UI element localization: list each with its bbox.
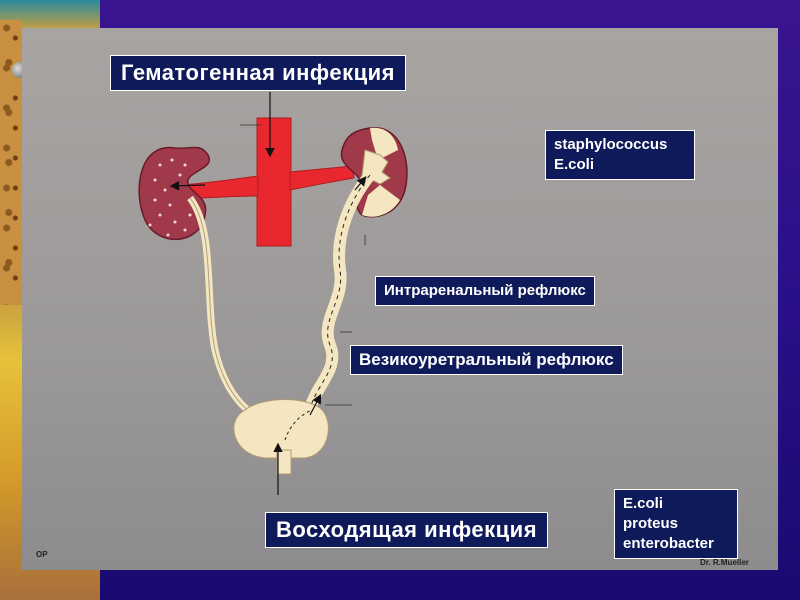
- right-kidney-arrow: [354, 176, 367, 191]
- texture-strip: [0, 20, 22, 305]
- hematogenous-infection-label: Гематогенная инфекция: [110, 55, 407, 91]
- organisms-top-box: staphylococcus E.coli: [545, 130, 695, 180]
- vesicoureteral-reflux-label: Везикоуретральный рефлюкс: [350, 345, 623, 375]
- intrarenal-reflux-label: Интраренальный рефлюкс: [375, 276, 595, 306]
- right-kidney-segment: [370, 127, 398, 160]
- left-kidney: [138, 146, 211, 241]
- left-ureter: [187, 195, 253, 415]
- left-ureter-outline: [189, 197, 251, 413]
- reflux-path: [309, 174, 371, 411]
- vena-cava: [256, 117, 292, 247]
- ascending-infection-label: Восходящая инфекция: [265, 512, 549, 548]
- corner-mark-right: Dr. R.Mueller: [700, 558, 749, 567]
- organisms-bottom-box: E.coli proteus enterobacter: [614, 489, 738, 559]
- organism-staphylococcus: staphylococcus: [554, 136, 668, 153]
- right-renal-vessel: [289, 165, 355, 191]
- organism-ecoli-bottom: E.coli: [623, 495, 664, 512]
- organism-proteus: proteus: [623, 515, 679, 532]
- bladder-arrow: [309, 393, 322, 416]
- bladder: [233, 399, 329, 459]
- right-kidney-segment-lower: [362, 185, 400, 217]
- bladder-reflux-line: [284, 409, 313, 441]
- corner-mark-left: OP: [36, 550, 48, 559]
- urethra: [276, 449, 292, 475]
- left-kidney-arrow: [169, 180, 206, 191]
- organism-ecoli: E.coli: [554, 156, 595, 173]
- organism-enterobacter: enterobacter: [623, 535, 714, 552]
